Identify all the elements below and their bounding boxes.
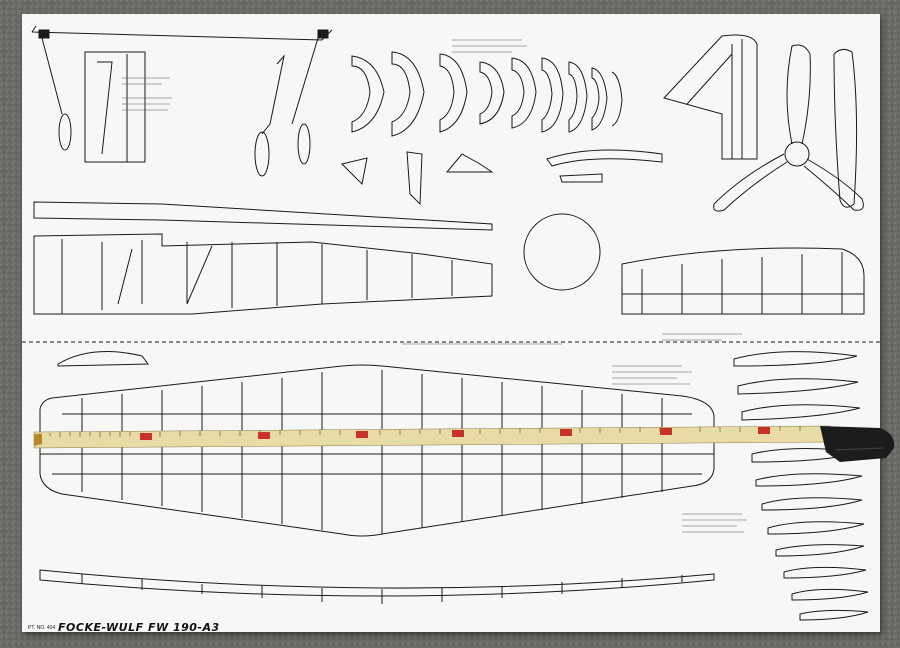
annotation-text-lines — [122, 39, 747, 533]
propeller-drawing — [713, 44, 864, 212]
tail-fin-drawing — [663, 34, 758, 160]
plan-number: PT. NO. 404 — [28, 625, 56, 631]
plan-sheet — [22, 14, 880, 632]
airfoil-section — [57, 351, 149, 367]
wing-rib-stack — [733, 351, 869, 621]
plan-title: FOCKE-WULF FW 190-A3 — [58, 621, 220, 634]
stabilizer-drawing — [621, 247, 865, 315]
fuselage-former — [523, 213, 601, 291]
wing-spar-drawing — [39, 569, 715, 604]
fuselage-drawing — [33, 201, 493, 315]
rib-templates — [341, 51, 663, 206]
landing-gear-drawing — [31, 25, 333, 177]
